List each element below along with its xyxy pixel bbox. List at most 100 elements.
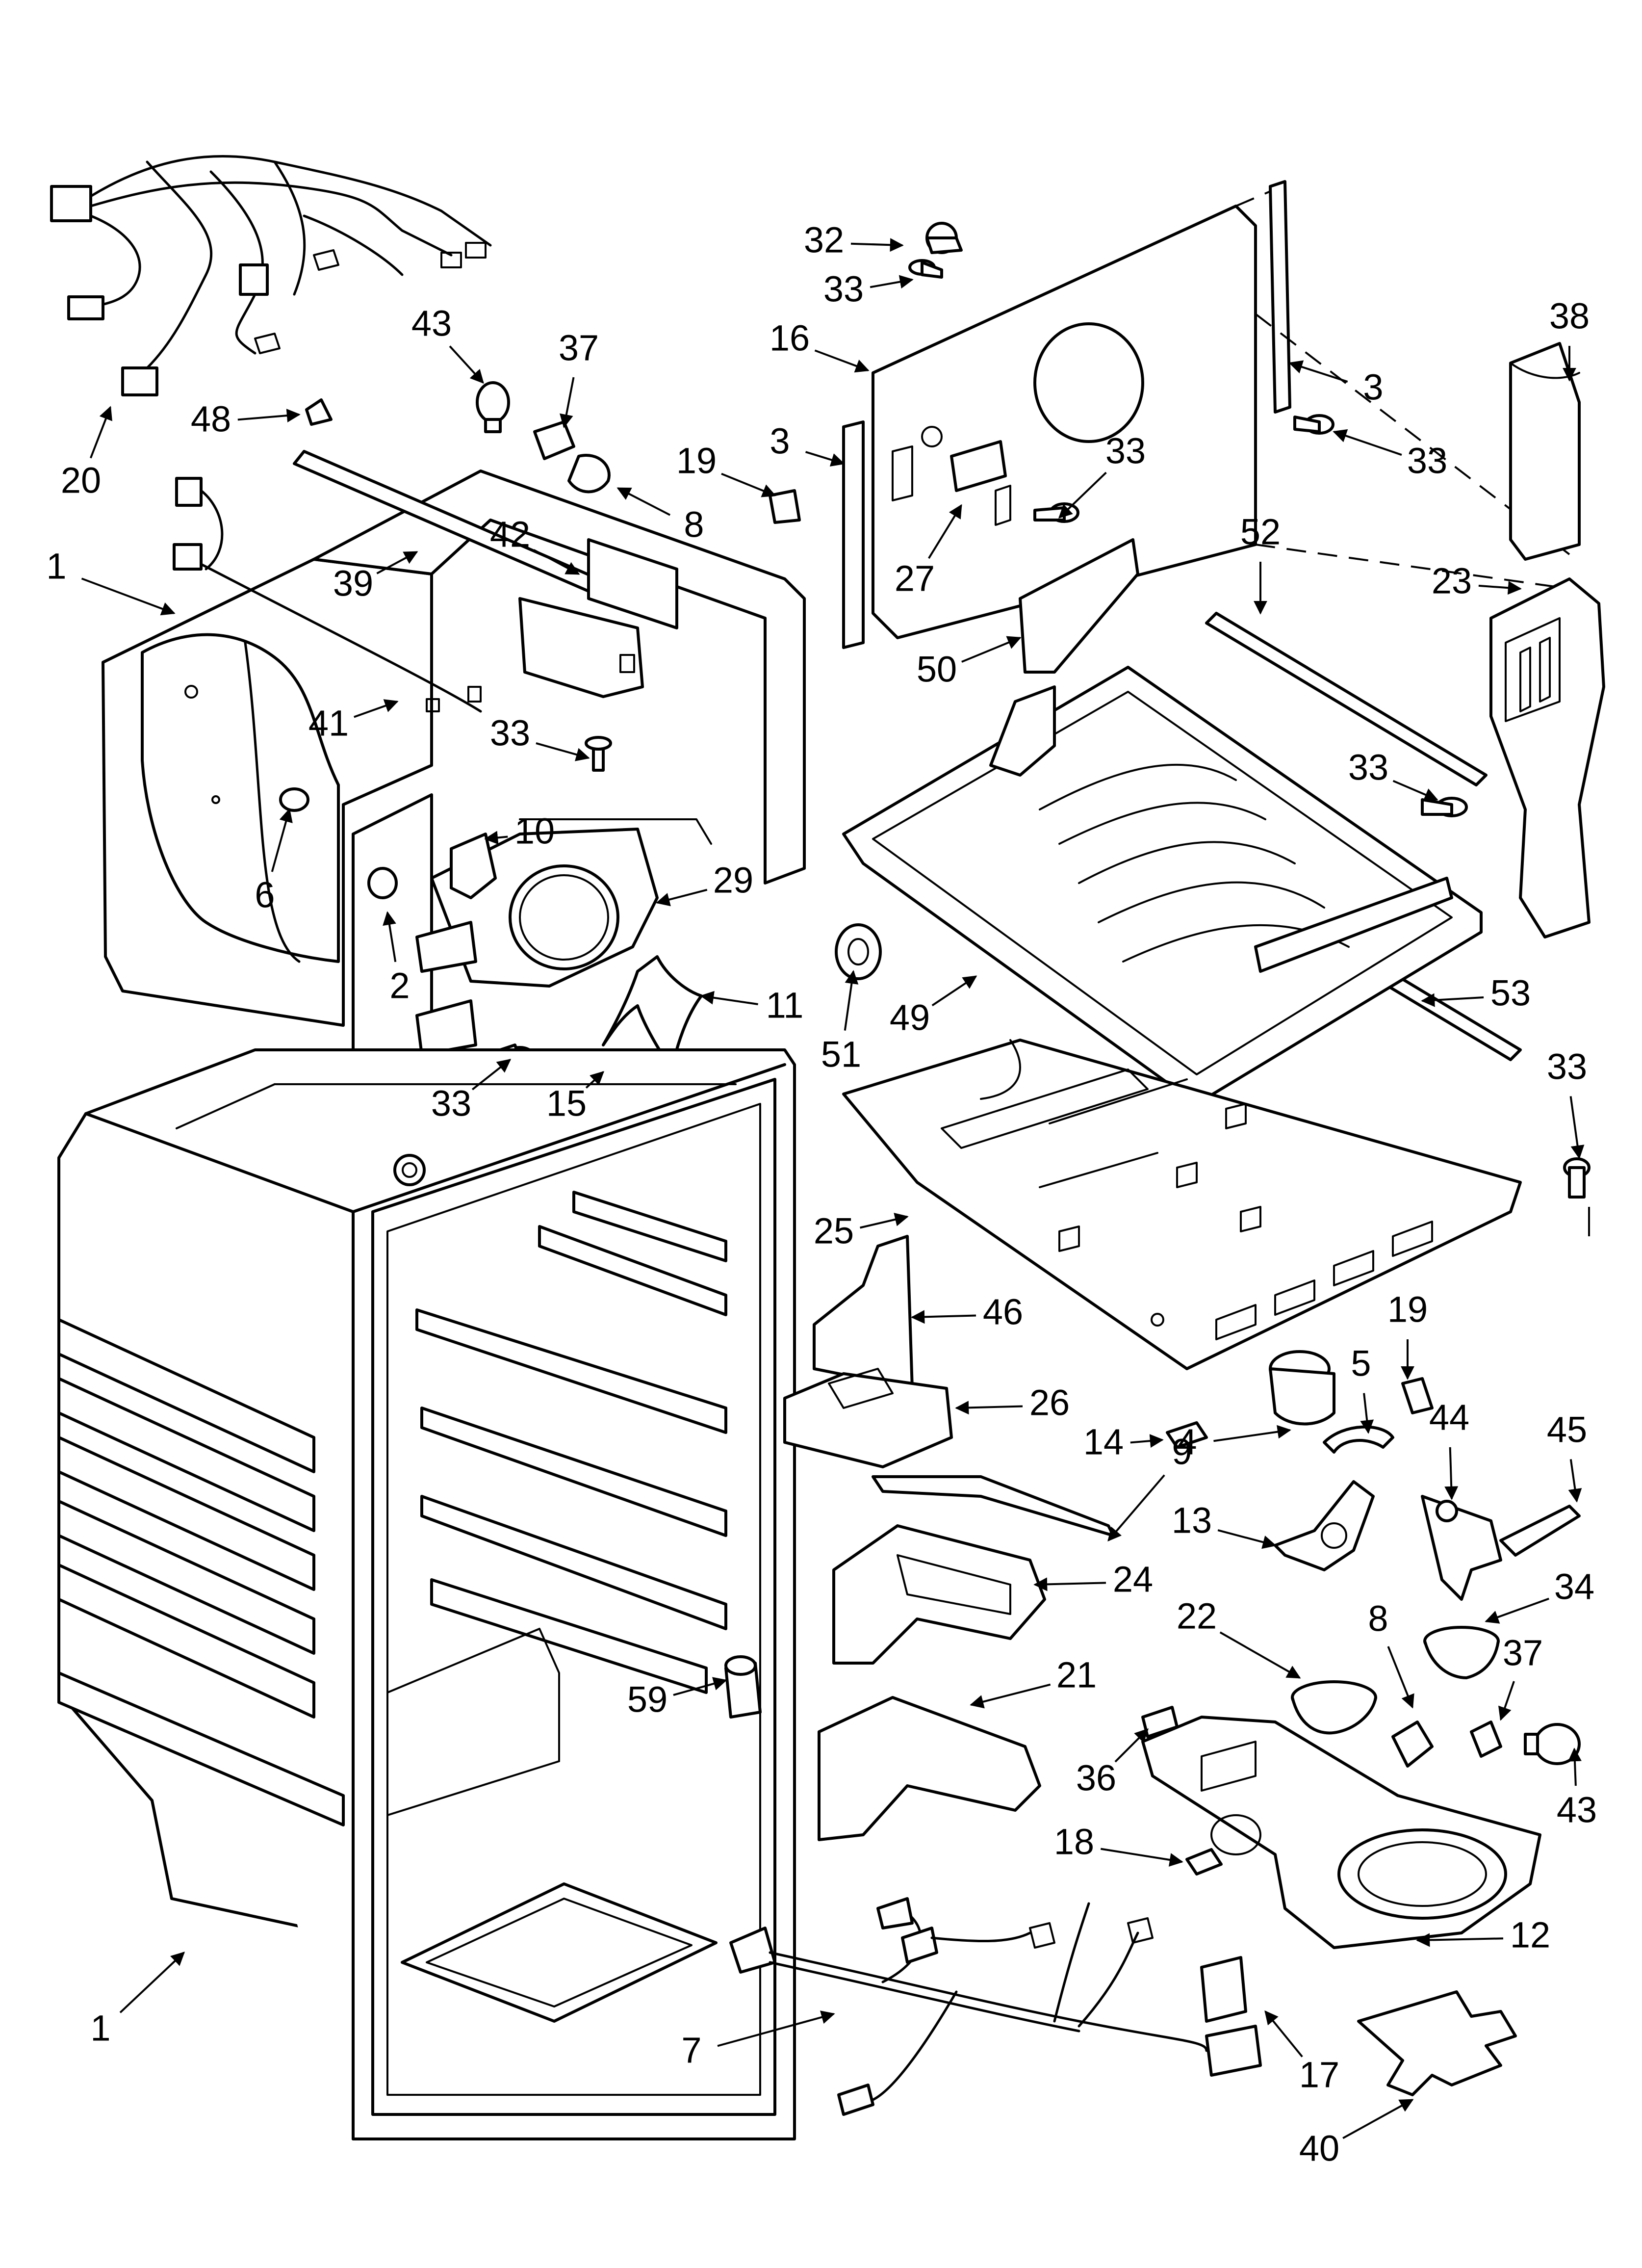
callout-label-4: 4 [1177,1422,1197,1462]
callout-leader-53 [1421,993,1484,1007]
callout-leader-9 [1107,1474,1165,1542]
callout-leader-32 [850,238,904,252]
callout-leader-37 [1498,1681,1515,1721]
callout-leader-23 [1478,581,1522,595]
chute-21 [818,1696,1041,1841]
callout-leader-46 [911,1310,976,1324]
callout-leader-8 [1387,1646,1414,1709]
callout-label-52: 52 [1240,512,1281,552]
callout-leader-33 [1333,429,1402,456]
callout-label-2: 2 [389,965,410,1006]
bracket-9 [872,1475,1115,1537]
light-bulb-lower [1524,1723,1581,1765]
callout-leader-33 [870,275,914,289]
wire-harness-lower [729,1897,1262,2116]
callout-leader-39 [376,551,418,574]
wire-harness-upper [50,155,492,396]
callout-label-19: 19 [676,441,717,481]
callout-label-10: 10 [514,811,555,852]
callout-label-13: 13 [1172,1500,1212,1541]
callout-leader-6 [271,808,293,872]
callout-label-24: 24 [1113,1559,1153,1600]
callout-label-26: 26 [1029,1382,1070,1423]
callout-label-33: 33 [1105,431,1146,471]
callout-label-17: 17 [1299,2055,1339,2095]
callout-label-48: 48 [191,399,231,440]
callout-label-42: 42 [490,514,530,555]
callout-label-3: 3 [1363,367,1383,408]
callout-leader-43 [1567,1747,1582,1786]
callout-label-15: 15 [546,1083,587,1124]
callout-label-36: 36 [1076,1758,1116,1799]
screw-33-right [1421,797,1468,817]
callout-leader-16 [814,349,870,373]
callout-leader-27 [928,504,962,559]
callout-label-43: 43 [411,303,452,344]
callout-label-29: 29 [713,860,753,901]
callout-leader-33 [536,742,590,761]
callout-leader-8 [616,487,671,516]
callout-leader-25 [860,1213,909,1229]
callout-label-11: 11 [766,985,804,1026]
callout-label-33: 33 [823,269,864,310]
callout-leader-7 [717,2010,835,2047]
filter-cap-59 [724,1655,762,1719]
auger-housing-24 [832,1524,1046,1665]
callout-label-43: 43 [1557,1790,1597,1830]
callout-leader-1 [81,577,176,616]
callout-label-6: 6 [255,875,275,915]
callout-leader-3 [1288,360,1348,383]
screw-33-right-top [1293,414,1334,435]
motor-box-26 [783,1368,953,1468]
liner-upper [102,469,806,1095]
callout-leader-36 [1114,1728,1149,1763]
callout-leader-21 [970,1683,1051,1709]
callout-label-33: 33 [490,713,530,754]
callout-leader-2 [383,911,397,963]
callout-label-1: 1 [46,546,66,587]
callout-label-33: 33 [1547,1046,1587,1087]
callout-label-59: 59 [627,1679,667,1720]
callout-leader-33 [1392,780,1438,801]
callout-label-32: 32 [804,220,844,261]
liner-main [57,1048,796,2140]
callout-label-34: 34 [1554,1566,1594,1607]
callout-label-5: 5 [1351,1343,1371,1384]
callout-label-3: 3 [770,421,790,462]
callout-leader-33 [471,1059,512,1091]
callout-leader-5 [1360,1393,1374,1434]
callout-label-1: 1 [90,2008,110,2049]
callout-leader-24 [1033,1577,1106,1591]
plug-18 [1185,1848,1223,1876]
clip-14 [1166,1421,1208,1449]
callout-label-22: 22 [1177,1596,1217,1637]
callout-label-14: 14 [1083,1422,1124,1462]
callout-label-41: 41 [308,703,349,744]
callout-leader-51 [844,970,859,1031]
callout-label-21: 21 [1056,1655,1097,1695]
strip-3-left [842,420,865,649]
light-bulb-upper [476,381,510,433]
callout-leader-3 [805,451,845,467]
callout-leader-14 [1130,1434,1164,1448]
spacer-32 [925,222,963,254]
lamp-socket-lower [1391,1721,1502,1768]
callout-label-51: 51 [821,1034,861,1075]
callout-leader-29 [656,888,708,907]
knob-6 [279,787,309,812]
arm-45 [1499,1505,1581,1557]
callout-label-33: 33 [431,1083,471,1124]
callout-leader-22 [1219,1631,1301,1679]
light-shield [518,597,644,698]
callout-leader-15 [585,1071,605,1089]
callout-label-53: 53 [1490,973,1531,1014]
wheel-51 [835,923,882,980]
cover-50 [1019,538,1139,674]
callout-label-27: 27 [895,558,935,599]
callout-leader-45 [1568,1459,1582,1503]
callout-label-8: 8 [1368,1598,1388,1639]
callout-leader-12 [1416,1933,1504,1947]
dispenser-base-12 [1141,1716,1541,1949]
callout-leader-11 [700,991,758,1005]
callout-leader-50 [961,636,1022,663]
